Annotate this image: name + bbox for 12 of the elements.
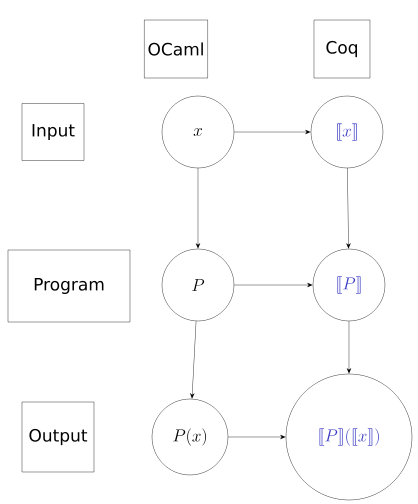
arrow (234, 282, 312, 288)
label-box: Input (22, 103, 84, 161)
arrow (196, 168, 200, 248)
label-box: Coq (314, 20, 370, 78)
arrow (234, 130, 310, 134)
arrow (346, 321, 352, 374)
label-box: Output (22, 402, 94, 472)
arrow (346, 168, 351, 248)
label-box: Program (8, 250, 130, 322)
label-box: OCaml (144, 20, 208, 78)
arrow (228, 434, 286, 440)
arrow (190, 320, 196, 399)
